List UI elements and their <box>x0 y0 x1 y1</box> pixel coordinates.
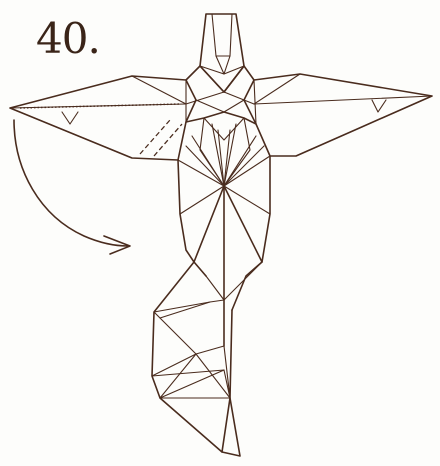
fold-behind-arrow <box>14 120 130 254</box>
origami-tail <box>152 262 240 456</box>
origami-right-wing <box>244 74 432 156</box>
origami-chest <box>186 66 256 186</box>
origami-head <box>200 14 244 92</box>
origami-torso <box>178 136 270 346</box>
origami-left-wing <box>10 76 196 160</box>
